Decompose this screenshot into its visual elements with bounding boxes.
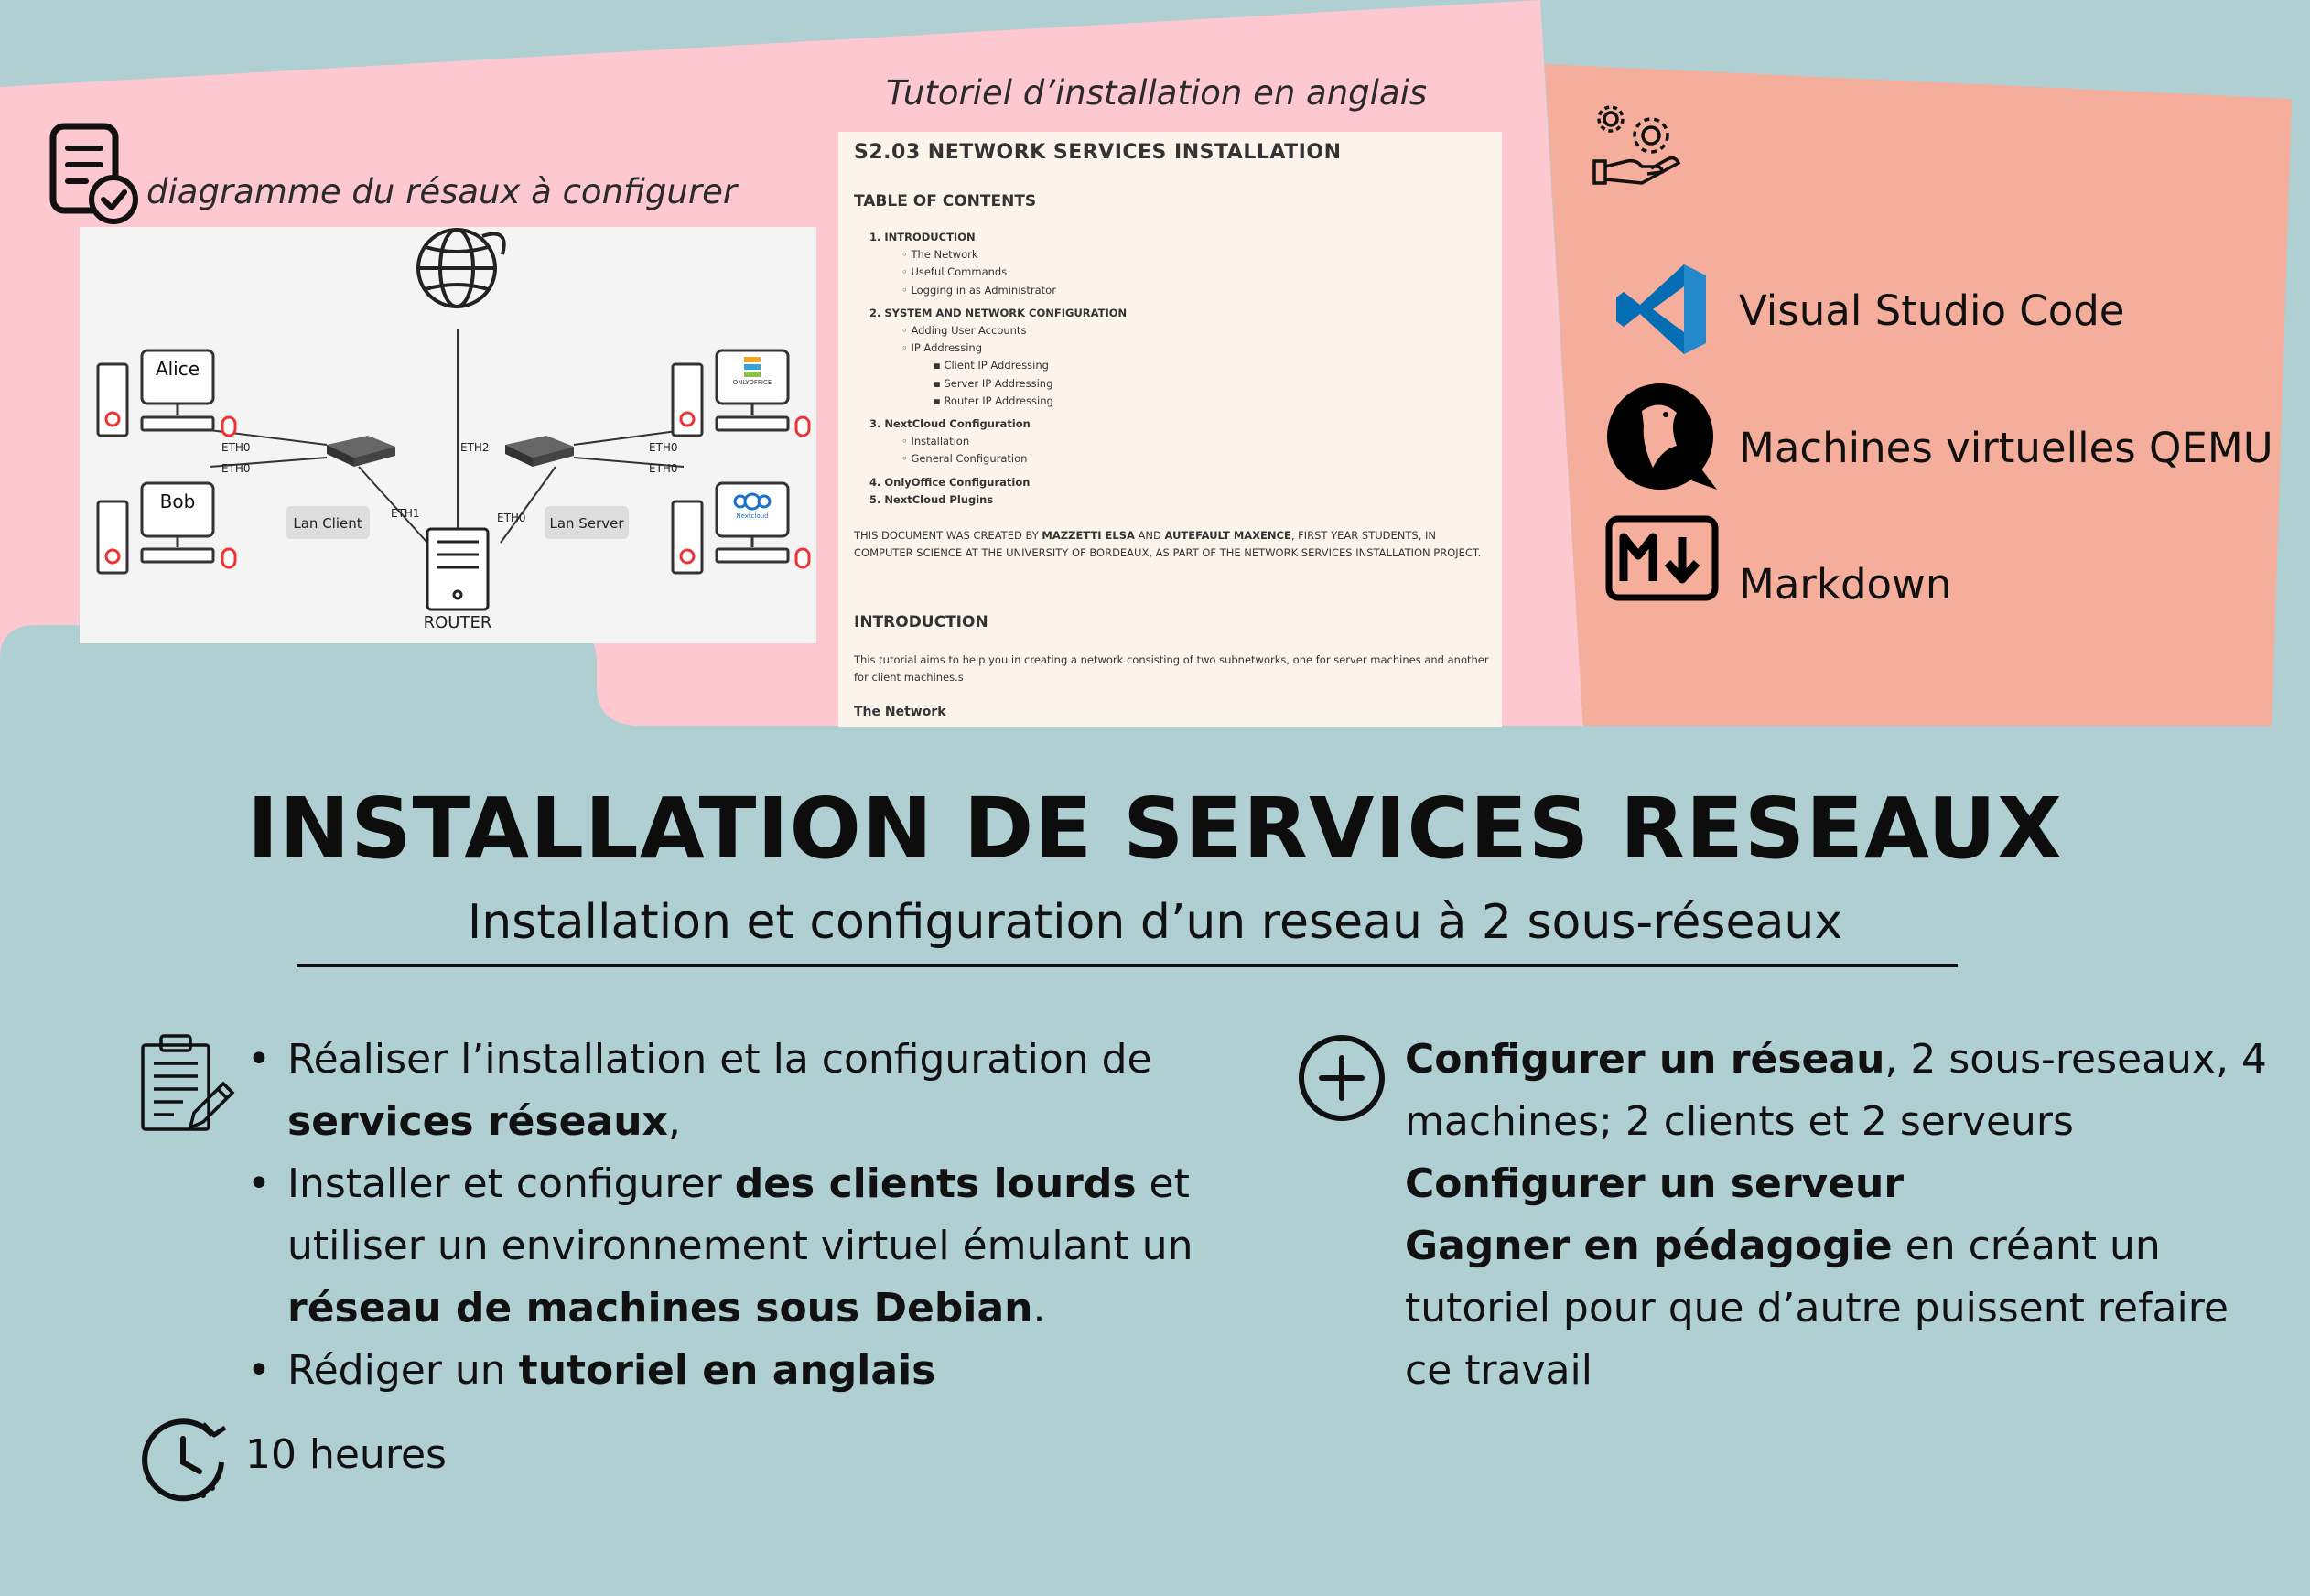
tutorial-title: S2.03 NETWORK SERVICES INSTALLATION: [854, 141, 1342, 164]
lan-server-badge: [545, 506, 629, 539]
network-heading: The Network: [854, 705, 946, 719]
skill-emphasis: Configurer un serveur: [1405, 1160, 1905, 1207]
router-label: ROUTER: [424, 613, 492, 632]
clipboard-pencil-icon: [141, 1034, 235, 1131]
credit-text: AND: [1134, 529, 1165, 542]
objective-text: Installer et configurer: [287, 1160, 735, 1207]
eth0-label: ETH0: [221, 441, 251, 454]
eth0-label: ETH0: [649, 462, 678, 475]
credit-text: THIS DOCUMENT WAS CREATED BY: [854, 529, 1042, 542]
objective-text: Rédiger un: [287, 1347, 519, 1394]
client-switch-icon: [327, 436, 395, 467]
tutorial-caption: Tutoriel d’installation en anglais: [886, 73, 1428, 113]
document-check-icon: [49, 123, 138, 224]
objective-text: Réaliser l’installation et la configurat…: [287, 1036, 1152, 1083]
list-item: Réaliser l’installation et la configurat…: [245, 1029, 1215, 1153]
toc-item: 3. NextCloud Configuration: [869, 417, 1031, 431]
toc-item: 5. NextCloud Plugins: [869, 492, 994, 506]
tool-qemu-label: Machines virtuelles QEMU: [1739, 424, 2273, 472]
skill-emphasis: Gagner en pédagogie: [1405, 1223, 1893, 1269]
skill-text: en créant un tutoriel pour que d’autre p…: [1405, 1223, 2229, 1394]
objective-text: et utiliser un environnement virtuel ému…: [287, 1160, 1193, 1269]
tool-vscode-label: Visual Studio Code: [1739, 286, 2125, 335]
network-links: [209, 329, 685, 544]
bob-label: Bob: [160, 491, 196, 512]
salmon-panel: [1545, 64, 2292, 732]
qemu-icon: [1607, 383, 1717, 490]
tutorial-credit: THIS DOCUMENT WAS CREATED BY MAZZETTI EL…: [854, 527, 1495, 562]
intro-text: This tutorial aims to help you in creati…: [854, 653, 1489, 684]
toc-item: ▪ Router IP Addressing: [934, 394, 1053, 407]
onlyoffice-server-icon: [671, 349, 811, 437]
clock-icon: [142, 1418, 227, 1502]
gears-hand-icon: [1592, 105, 1681, 185]
toc-item: ▪ Client IP Addressing: [934, 359, 1049, 372]
credit-text: , FIRST YEAR STUDENTS, IN COMPUTER SCIEN…: [854, 529, 1482, 559]
author-name: MAZZETTI ELSA: [1042, 529, 1135, 542]
tutorial-document: S2.03 NETWORK SERVICES INSTALLATION TABL…: [838, 132, 1502, 727]
duration-label: 10 heures: [245, 1431, 447, 1478]
internet-globe-icon: [416, 228, 506, 308]
bob-computer-icon: [96, 481, 237, 575]
eth0-label: ETH0: [649, 441, 678, 454]
diagram-caption: diagramme du résaux à configurer: [146, 172, 738, 211]
markdown-icon: [1605, 515, 1719, 601]
toc-item: ◦ Logging in as Administrator: [901, 283, 1056, 297]
tool-markdown-label: Markdown: [1739, 560, 1952, 609]
page-subtitle: Installation et configuration d’un resea…: [467, 895, 1843, 950]
nextcloud-server-icon: [671, 481, 811, 575]
objectives-list: Réaliser l’installation et la configurat…: [245, 1029, 1215, 1402]
plus-circle-icon: [1299, 1035, 1385, 1121]
toc-item: 2. SYSTEM AND NETWORK CONFIGURATION: [869, 306, 1128, 319]
vscode-icon: [1616, 264, 1706, 354]
objective-text: .: [1032, 1285, 1046, 1332]
network-diagram: Alice Bob ONLYOFFICE Nextcloud ETH0 ETH0…: [80, 227, 816, 643]
intro-heading: INTRODUCTION: [854, 613, 988, 631]
skill-line: Configurer un réseau, 2 sous-reseaux, 4 …: [1405, 1029, 2283, 1153]
toc-item: ◦ Useful Commands: [901, 265, 1008, 279]
eth1-label: ETH1: [391, 507, 420, 520]
objective-emphasis: des clients lourds: [734, 1160, 1137, 1207]
onlyoffice-label: ONLYOFFICE: [733, 379, 772, 386]
alice-computer-icon: [96, 349, 237, 437]
toc-item: 4. OnlyOffice Configuration: [869, 475, 1031, 489]
toc-title: TABLE OF CONTENTS: [854, 192, 1037, 210]
alice-label: Alice: [156, 358, 200, 380]
toc-item: ◦ IP Addressing: [901, 341, 983, 355]
title-divider: [297, 964, 1958, 967]
eth0-label: ETH0: [221, 462, 251, 475]
table-of-contents: 1. INTRODUCTION ◦ The Network ◦ Useful Com…: [869, 229, 1127, 509]
objective-emphasis: services réseaux: [287, 1098, 668, 1145]
network-diagram-svg: Alice Bob ONLYOFFICE Nextcloud ETH0 ETH0…: [96, 228, 811, 632]
objective-text: ,: [667, 1098, 681, 1145]
skill-emphasis: Configurer un réseau: [1405, 1036, 1885, 1083]
toc-item: ◦ The Network: [901, 248, 978, 262]
list-item: Rédiger un tutoriel en anglais: [245, 1340, 1215, 1402]
toc-item: ◦ Adding User Accounts: [901, 324, 1027, 338]
skill-line: Gagner en pédagogie en créant un tutorie…: [1405, 1215, 2283, 1402]
nextcloud-label: Nextcloud: [736, 512, 768, 520]
toc-item: ◦ Installation: [901, 435, 970, 448]
server-switch-icon: [505, 436, 574, 467]
skills-text: Configurer un réseau, 2 sous-reseaux, 4 …: [1405, 1029, 2283, 1402]
skill-line: Configurer un serveur: [1405, 1153, 2283, 1215]
list-item: Installer et configurer des clients lour…: [245, 1153, 1215, 1340]
author-name: AUTEFAULT MAXENCE: [1164, 529, 1291, 542]
skill-text: , 2 sous-reseaux, 4 machines; 2 clients …: [1405, 1036, 2267, 1145]
objective-emphasis: tutoriel en anglais: [518, 1347, 936, 1394]
page-title: INSTALLATION DE SERVICES RESEAUX: [247, 780, 2063, 878]
toc-item: ▪ Server IP Addressing: [934, 376, 1053, 390]
lan-client-badge: [286, 506, 370, 539]
objective-emphasis: réseau de machines sous Debian: [287, 1285, 1033, 1332]
lan-client-label: Lan Client: [293, 515, 362, 532]
eth2-label: ETH2: [460, 441, 490, 454]
router-icon: [426, 527, 490, 611]
toc-item: ◦ General Configuration: [901, 452, 1028, 466]
eth0-label: ETH0: [497, 512, 526, 524]
toc-item: 1. INTRODUCTION: [869, 231, 976, 243]
lan-server-label: Lan Server: [549, 515, 624, 532]
